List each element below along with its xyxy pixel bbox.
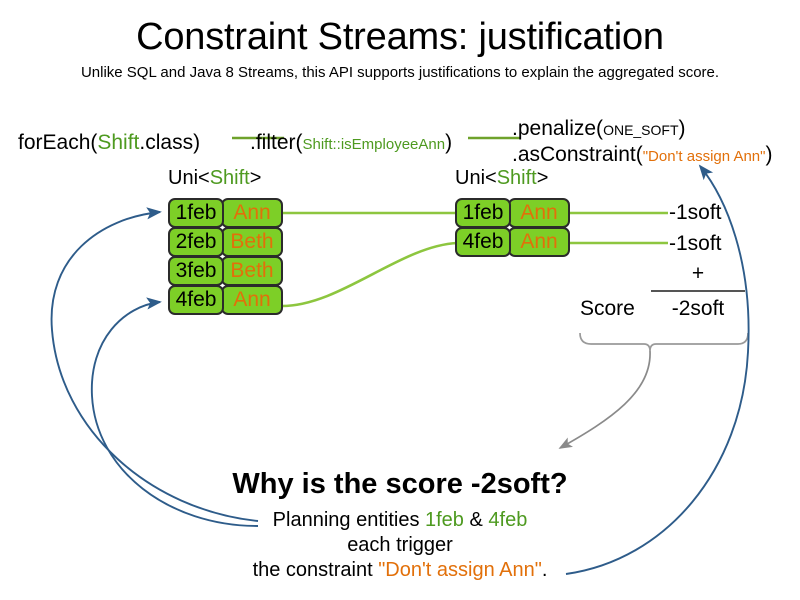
penalty-value-2: -1soft bbox=[669, 232, 722, 255]
shift-date: 2feb bbox=[168, 227, 224, 257]
penalize-keyword: .penalize( bbox=[512, 117, 604, 140]
table-row[interactable]: 1feb Ann bbox=[455, 198, 570, 228]
sum-divider bbox=[651, 290, 745, 292]
explanation-line-2: each trigger bbox=[0, 533, 800, 558]
right-stream-rows: 1feb Ann 4feb Ann bbox=[455, 198, 570, 257]
explanation-line-3-prefix: the constraint bbox=[252, 559, 379, 581]
left-stream-label-type: Shift bbox=[209, 167, 250, 189]
right-stream-label: Uni<Shift> bbox=[455, 167, 548, 190]
shift-date: 4feb bbox=[168, 285, 224, 315]
shift-date: 1feb bbox=[168, 198, 224, 228]
asconstraint-suffix: ) bbox=[765, 143, 773, 166]
penalize-argument: ONE_SOFT bbox=[603, 122, 679, 138]
right-stream-label-type: Shift bbox=[496, 167, 537, 189]
explanation-line-1-prefix: Planning entities bbox=[272, 509, 425, 531]
penalty-value-1: -1soft bbox=[669, 201, 722, 224]
foreach-type: Shift bbox=[97, 131, 140, 154]
asconstraint-argument: "Don't assign Ann" bbox=[642, 148, 766, 165]
right-stream-label-suffix: > bbox=[536, 167, 549, 189]
code-foreach-call: forEach(Shift.class) bbox=[18, 131, 200, 155]
table-row[interactable]: 4feb Ann bbox=[168, 285, 283, 315]
explanation-line-1: Planning entities 1feb & 4feb bbox=[0, 508, 800, 533]
code-filter-call: .filter(Shift::isEmployeeAnn) bbox=[250, 131, 452, 155]
code-asconstraint-call: .asConstraint("Don't assign Ann") bbox=[512, 143, 772, 167]
filter-suffix: ) bbox=[445, 131, 453, 154]
explanation-line-3-suffix: . bbox=[541, 559, 548, 581]
page-subtitle: Unlike SQL and Java 8 Streams, this API … bbox=[80, 64, 720, 81]
wire-4feb bbox=[281, 241, 458, 308]
explanation-heading: Why is the score -2soft? bbox=[232, 468, 568, 500]
explanation-ampersand: & bbox=[463, 509, 489, 531]
filter-keyword: .filter( bbox=[250, 131, 303, 154]
shift-employee: Ann bbox=[221, 198, 283, 228]
left-stream-label: Uni<Shift> bbox=[168, 167, 261, 190]
table-row[interactable]: 3feb Beth bbox=[168, 256, 283, 286]
score-brace bbox=[579, 332, 749, 352]
shift-date: 4feb bbox=[455, 227, 511, 257]
shift-employee: Ann bbox=[508, 198, 570, 228]
shift-employee: Beth bbox=[221, 256, 283, 286]
score-total-value: -2soft bbox=[671, 297, 725, 320]
shift-employee: Ann bbox=[221, 285, 283, 315]
shift-date: 3feb bbox=[168, 256, 224, 286]
explanation-line-3: the constraint "Don't assign Ann". bbox=[0, 558, 800, 583]
filter-argument: Shift::isEmployeeAnn bbox=[302, 136, 446, 153]
explanation-entity-4feb: 4feb bbox=[488, 509, 528, 531]
score-label: Score bbox=[580, 297, 635, 320]
foreach-suffix: .class) bbox=[139, 131, 201, 154]
left-stream-rows: 1feb Ann 2feb Beth 3feb Beth 4feb Ann bbox=[168, 198, 283, 315]
table-row[interactable]: 4feb Ann bbox=[455, 227, 570, 257]
explanation-body: Planning entities 1feb & 4feb each trigg… bbox=[0, 508, 800, 583]
foreach-keyword: forEach( bbox=[18, 131, 98, 154]
penalize-suffix: ) bbox=[678, 117, 686, 140]
asconstraint-keyword: .asConstraint( bbox=[512, 143, 643, 166]
score-explain-arrow bbox=[558, 350, 651, 449]
shift-employee: Ann bbox=[508, 227, 570, 257]
table-row[interactable]: 1feb Ann bbox=[168, 198, 283, 228]
explanation-entity-1feb: 1feb bbox=[425, 509, 464, 531]
left-stream-label-suffix: > bbox=[249, 167, 262, 189]
shift-employee: Beth bbox=[221, 227, 283, 257]
left-stream-label-prefix: Uni< bbox=[168, 167, 210, 189]
page-title: Constraint Streams: justification bbox=[136, 16, 664, 58]
shift-date: 1feb bbox=[455, 198, 511, 228]
code-penalize-call: .penalize(ONE_SOFT) bbox=[512, 117, 686, 141]
table-row[interactable]: 2feb Beth bbox=[168, 227, 283, 257]
sum-operator: + bbox=[691, 262, 705, 285]
right-stream-label-prefix: Uni< bbox=[455, 167, 497, 189]
explanation-constraint-name: "Don't assign Ann" bbox=[378, 559, 542, 581]
explanation-line-2-text: each trigger bbox=[347, 534, 453, 556]
